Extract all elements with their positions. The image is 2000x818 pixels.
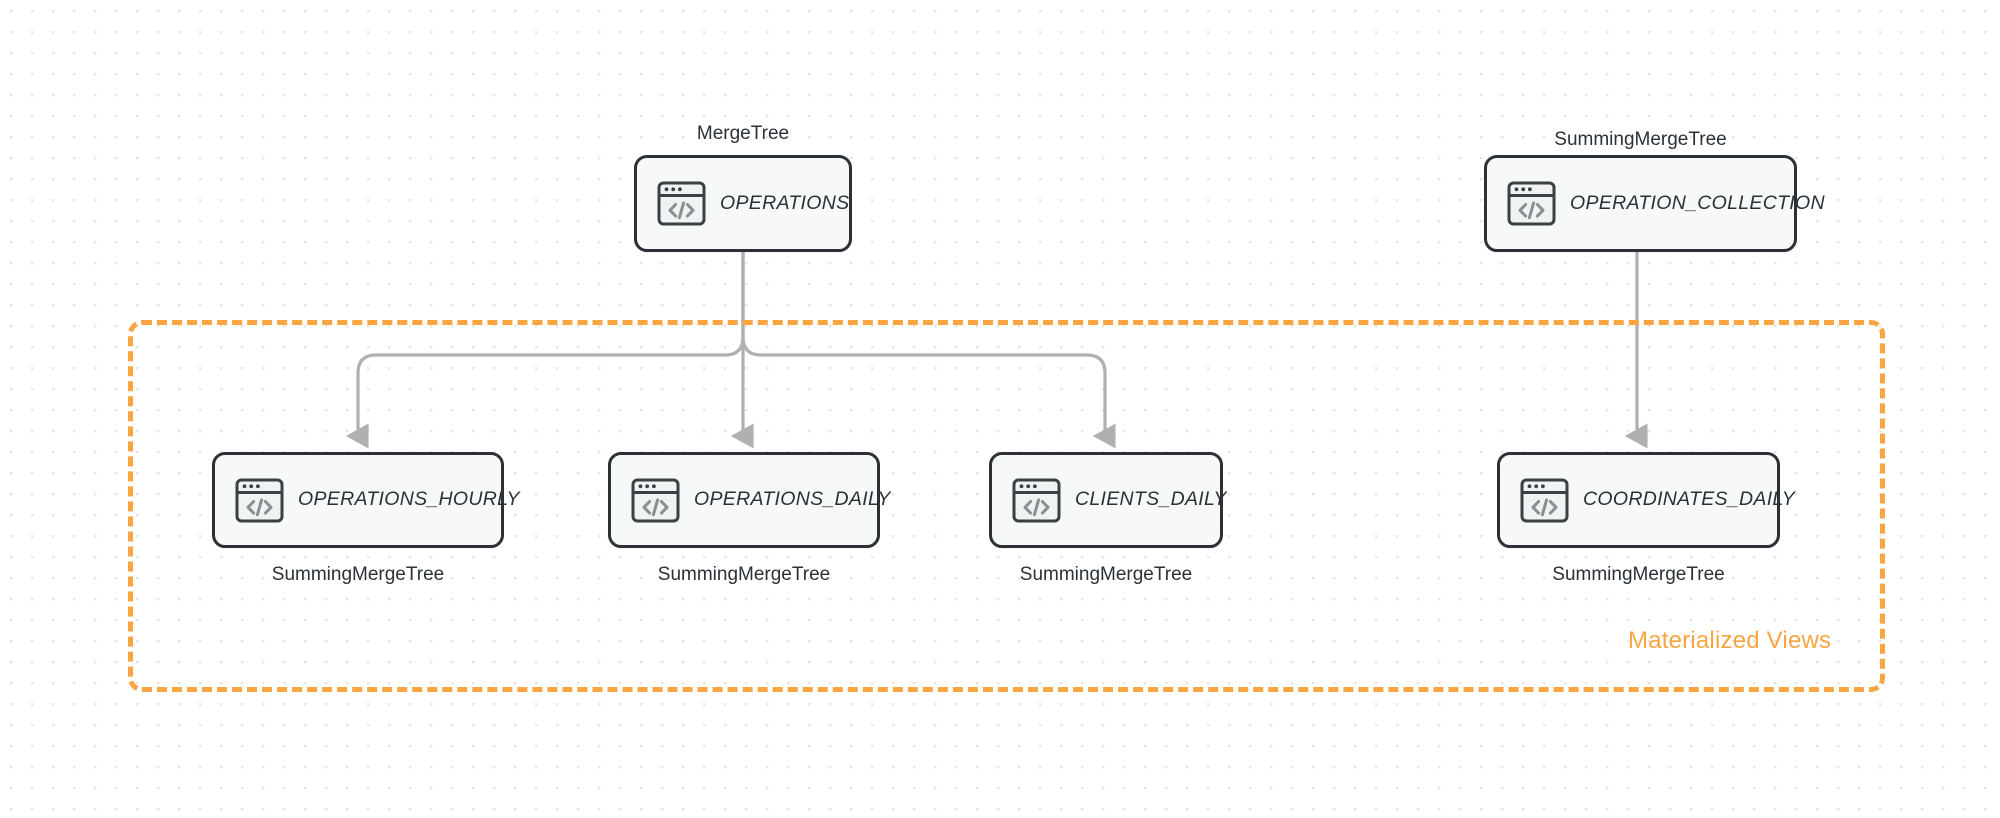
code-window-icon — [1520, 478, 1569, 523]
code-window-icon — [657, 181, 706, 226]
node-clients-daily[interactable]: CLIENTS_DAILY — [989, 452, 1226, 548]
node-operations-hourly[interactable]: OPERATIONS_HOURLY — [212, 452, 520, 548]
materialized-views-group[interactable] — [128, 320, 1885, 692]
code-window-icon — [1507, 181, 1556, 226]
node-label-clients-daily: CLIENTS_DAILY — [1075, 488, 1227, 511]
engine-caption-operation-collection: SummingMergeTree — [1554, 129, 1727, 150]
engine-caption-coordinates-daily: SummingMergeTree — [1552, 564, 1725, 585]
node-label-coordinates-daily: COORDINATES_DAILY — [1583, 488, 1796, 511]
engine-caption-operations-hourly: SummingMergeTree — [271, 564, 445, 585]
node-label-operations-hourly: OPERATIONS_HOURLY — [298, 488, 520, 511]
materialized-views-group-label: Materialized Views — [1628, 627, 1832, 654]
engine-caption-operations-daily: SummingMergeTree — [657, 564, 831, 585]
node-label-operation-collection: OPERATION_COLLECTION — [1570, 191, 1825, 214]
code-window-icon — [235, 478, 284, 523]
node-label-operations-daily: OPERATIONS_DAILY — [694, 488, 891, 511]
code-window-icon — [1012, 478, 1061, 523]
code-window-icon — [631, 478, 680, 523]
node-label-operations: OPERATIONS — [720, 191, 850, 214]
node-operations-daily[interactable]: OPERATIONS_DAILY — [608, 452, 890, 548]
node-operation-collection[interactable]: OPERATION_COLLECTION — [1484, 155, 1825, 252]
node-operations[interactable]: OPERATIONS — [634, 155, 852, 252]
engine-caption-operations: MergeTree — [696, 123, 790, 144]
engine-caption-clients-daily: SummingMergeTree — [1019, 564, 1193, 585]
node-coordinates-daily[interactable]: COORDINATES_DAILY — [1497, 452, 1795, 548]
